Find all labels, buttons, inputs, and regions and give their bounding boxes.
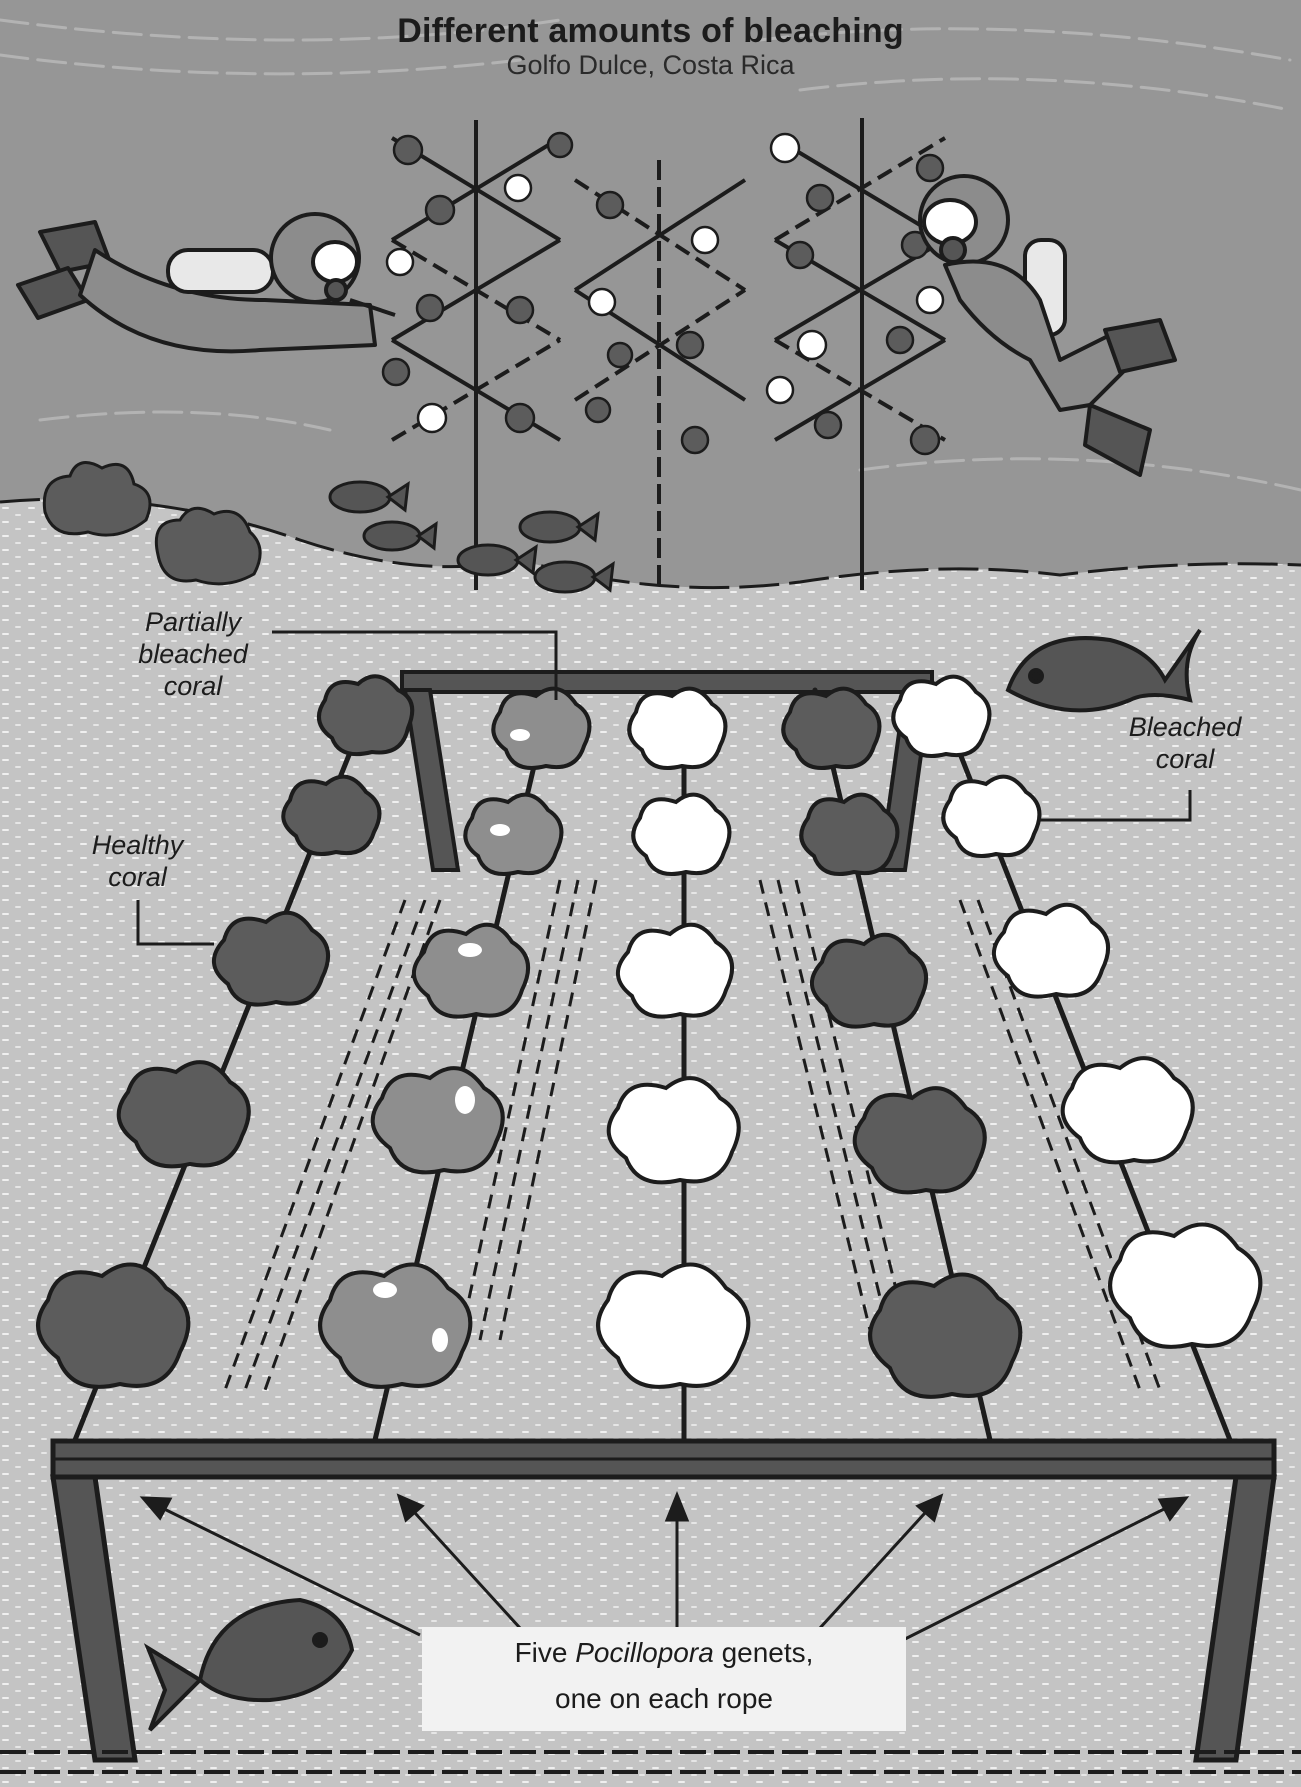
label-line: Partially: [144, 607, 242, 637]
coral-icon: [116, 1060, 251, 1169]
rope-2-corals: [318, 686, 592, 1389]
label-line: coral: [108, 862, 167, 892]
coral-icon: [370, 1066, 505, 1175]
caption-box: [422, 1627, 906, 1731]
coral-icon: [631, 792, 732, 876]
coral-icon: [318, 1262, 473, 1389]
coral-icon: [36, 1262, 191, 1389]
coral-icon: [463, 792, 564, 876]
coral-icon: [212, 910, 331, 1007]
coral-icon: [616, 922, 735, 1019]
fish-icon: [362, 520, 438, 552]
rope-3-corals: [596, 686, 751, 1389]
fish-icon: [533, 560, 615, 594]
coral-icon: [281, 774, 382, 856]
caption: Five Pocillopora genets, one on each rop…: [422, 1630, 906, 1722]
label-partially-bleached-coral: Partially bleached coral: [118, 606, 268, 702]
caption-word: genets,: [721, 1637, 814, 1668]
caption-genus: Pocillopora: [575, 1637, 714, 1668]
coral-icon: [810, 932, 929, 1029]
label-line: coral: [1155, 744, 1215, 774]
arrow-icon: [902, 1496, 1190, 1642]
water-streaks: [0, 18, 1301, 492]
caption-line-1: Five Pocillopora genets,: [422, 1630, 906, 1676]
coral-icon: [852, 1086, 987, 1195]
fish-school: [328, 480, 615, 594]
fish-icon: [518, 510, 600, 544]
label-line: Healthy: [91, 830, 184, 860]
arrow-icon: [664, 1490, 690, 1627]
nursery-table-front: [50, 1438, 1277, 1763]
coral-icon: [781, 686, 882, 770]
label-line: bleached: [138, 639, 248, 669]
arrow-icon: [139, 1496, 421, 1637]
label-healthy-coral: Healthy coral: [75, 829, 200, 893]
label-line: Bleached: [1128, 712, 1242, 742]
coral-icon: [868, 1272, 1023, 1399]
label-bleached-coral: Bleached coral: [1110, 711, 1260, 775]
fish-icon: [143, 1597, 355, 1732]
rope-1-corals: [36, 674, 415, 1389]
coral-icon: [891, 674, 992, 758]
rope-shadows: [223, 879, 1162, 1391]
label-line: coral: [163, 671, 223, 701]
coral-icon: [627, 686, 728, 770]
fish-icon: [1005, 628, 1202, 713]
coral-icon: [1060, 1056, 1195, 1165]
scuba-diver-icon: [918, 174, 1177, 477]
figure-title: Different amounts of bleaching: [397, 12, 904, 50]
coral-icon: [799, 792, 900, 876]
arrow-icon: [818, 1493, 944, 1630]
coral-icon: [491, 686, 592, 770]
callout-lines: [136, 630, 1192, 946]
arrow-icon: [396, 1493, 522, 1630]
coral-icon: [606, 1076, 741, 1185]
figure-subtitle: Golfo Dulce, Costa Rica: [506, 50, 795, 80]
fish-icon: [456, 543, 538, 577]
rope-4-corals: [781, 686, 1023, 1399]
seabed-lines: [0, 1750, 1301, 1774]
reef-clump-left: [42, 461, 262, 586]
coral-icon: [316, 674, 415, 757]
seafloor-edge: [0, 497, 1301, 590]
nursery-fragments: [381, 131, 945, 456]
coral-icon: [596, 1262, 751, 1389]
fish-icon: [328, 480, 410, 514]
arrows: [139, 1490, 1190, 1642]
coral-icon: [941, 774, 1042, 858]
coral-icon: [1108, 1222, 1263, 1349]
caption-word: Five: [514, 1637, 568, 1668]
coral-icon: [992, 902, 1111, 999]
coral-icon: [412, 922, 531, 1019]
rope-5-corals: [891, 674, 1263, 1349]
caption-line-2: one on each rope: [555, 1683, 773, 1714]
scuba-diver-icon: [16, 212, 396, 354]
